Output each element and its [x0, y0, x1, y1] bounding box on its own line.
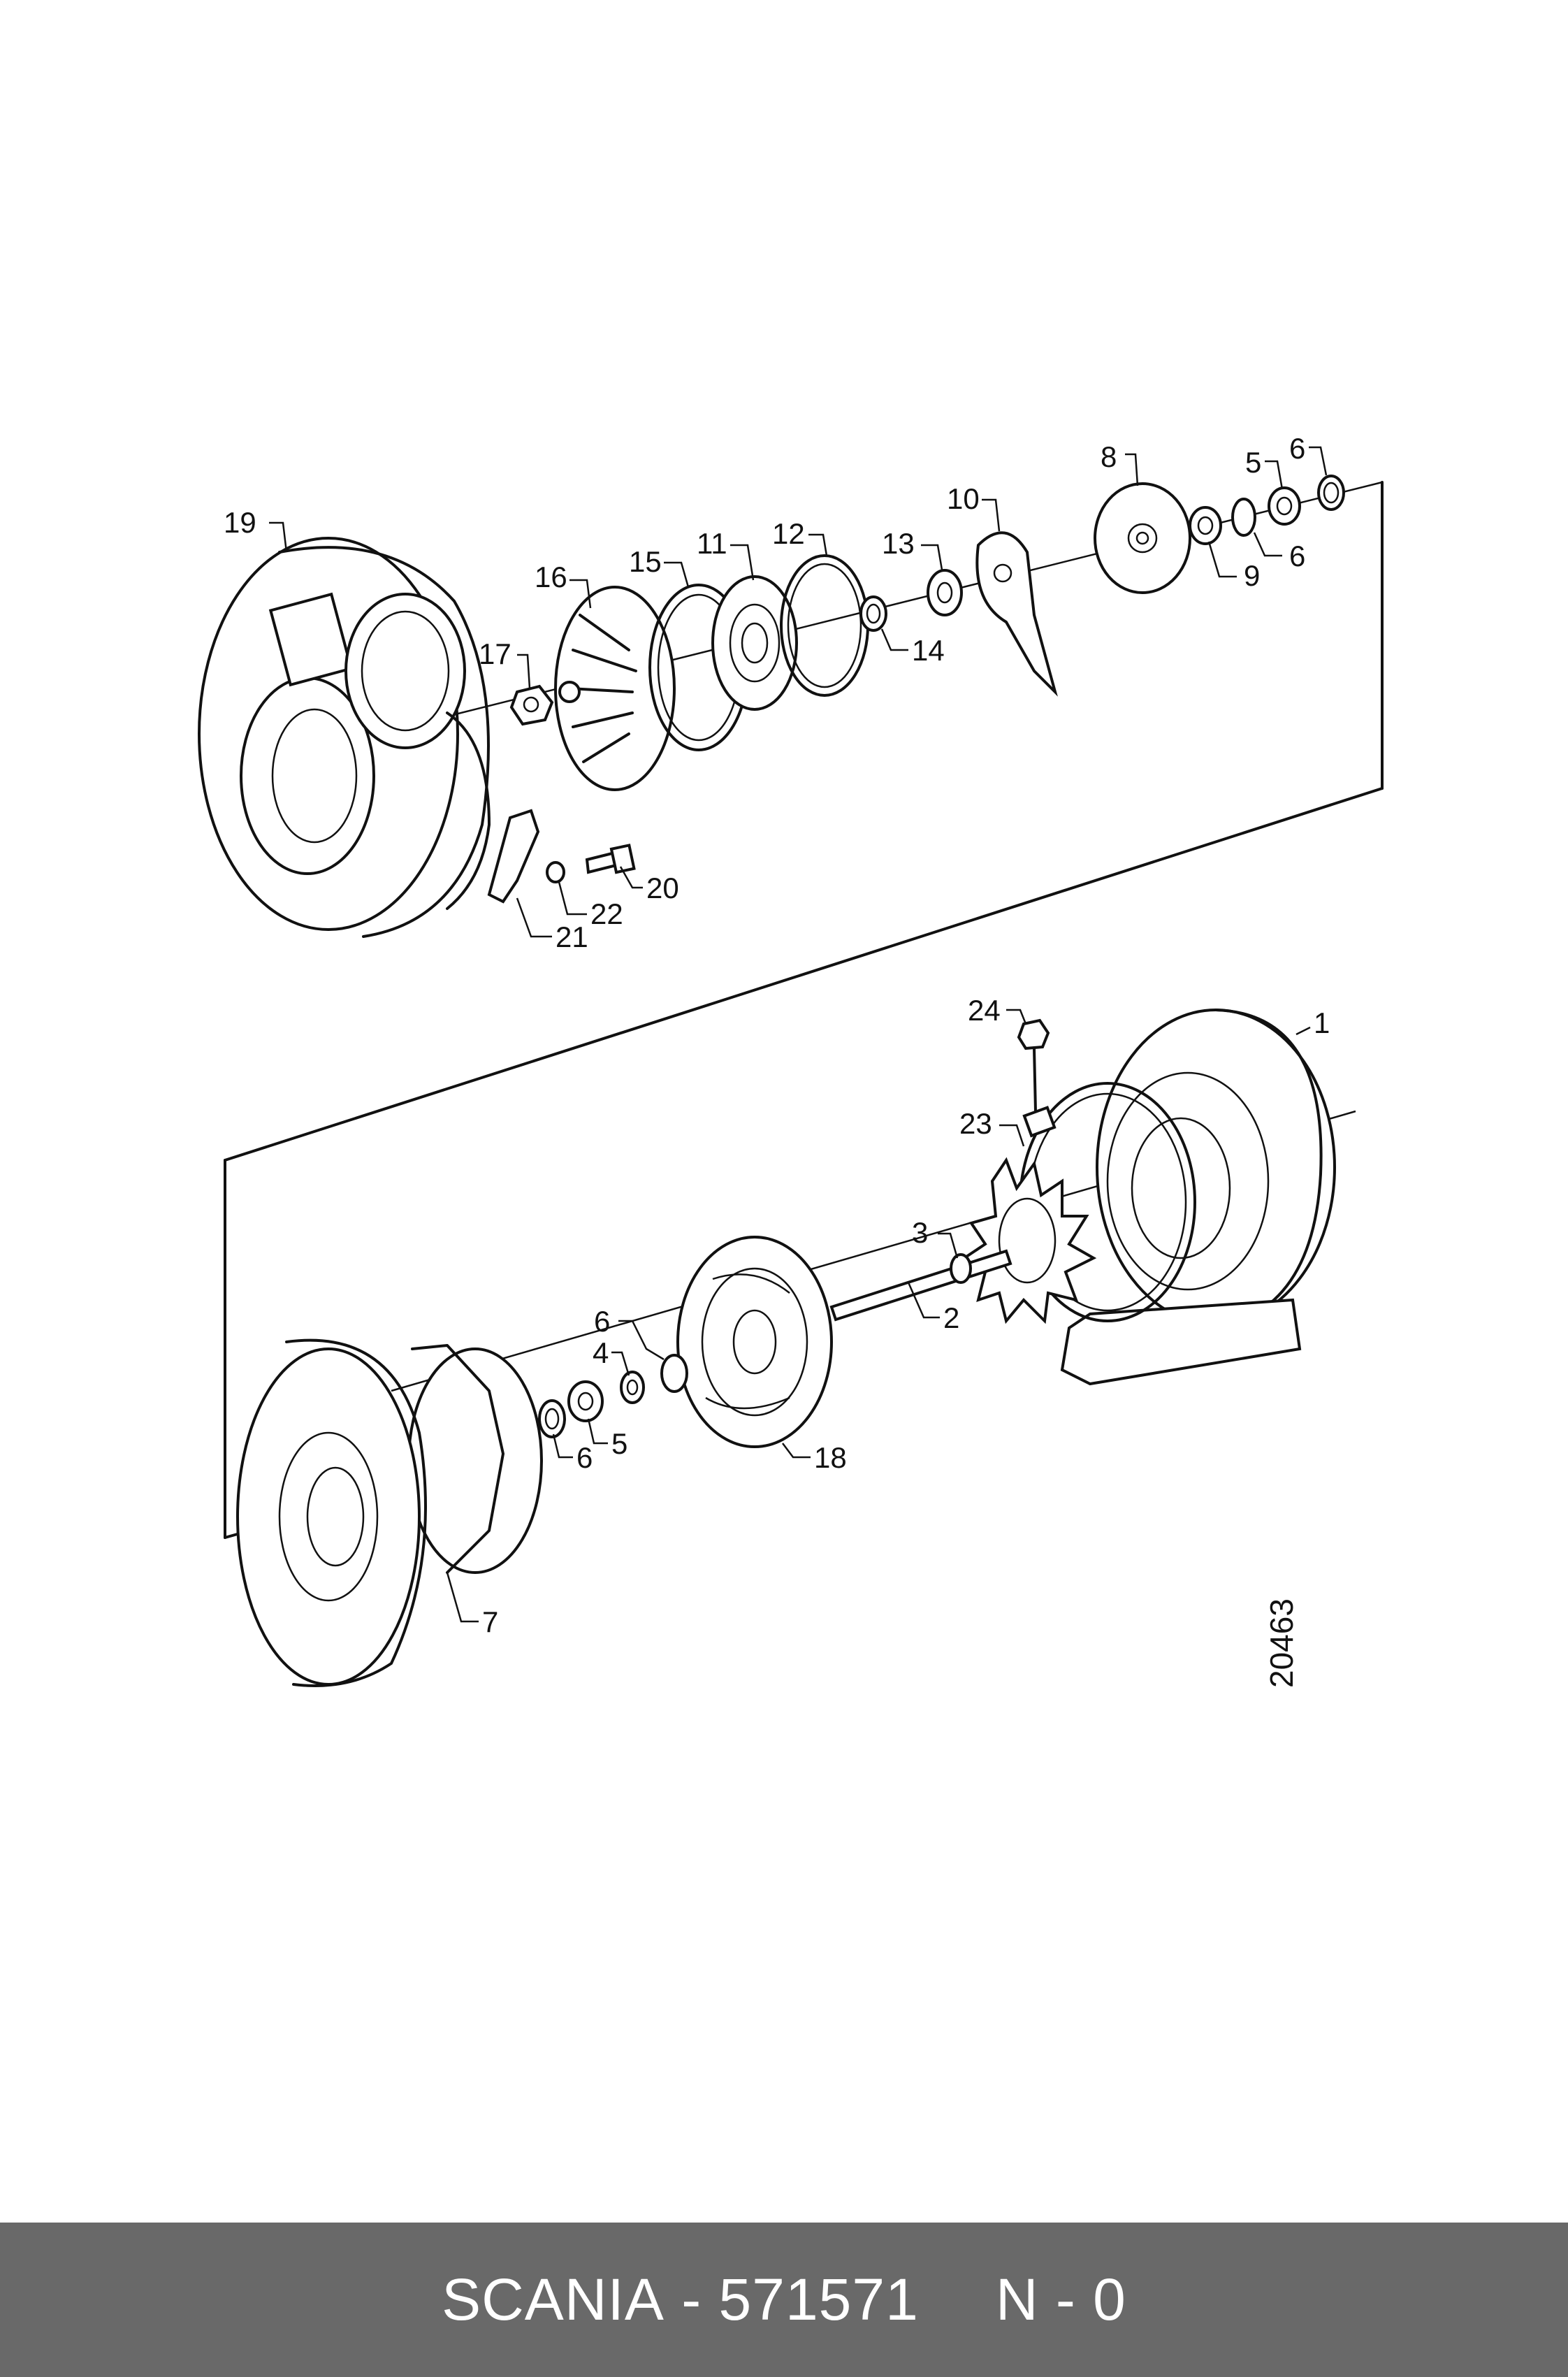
part-22-washer: [546, 861, 565, 883]
callout-5b: 5: [611, 1427, 627, 1460]
part-10-thrust-bearing: [975, 531, 1058, 697]
part-20-bolt: [585, 844, 636, 874]
part-19-compressor-housing: [198, 537, 491, 938]
part-9-bushing: [1189, 506, 1222, 545]
callout-16: 16: [535, 561, 567, 593]
part-info-footer: SCANIA - 571571 N - 0: [0, 2223, 1568, 2377]
part-16-compressor-wheel: [554, 586, 676, 791]
part-11-seal-plate: [711, 575, 798, 711]
callout-24: 24: [968, 994, 1001, 1027]
callout-20: 20: [646, 872, 679, 904]
footer-separator-2: [702, 2266, 718, 2334]
part-6-4-5-rings-lower: [538, 1354, 688, 1438]
callout-3: 3: [912, 1216, 928, 1249]
callout-5: 5: [1245, 446, 1261, 479]
callout-19: 19: [224, 506, 256, 539]
callout-9: 9: [1244, 559, 1260, 592]
part-18-seal-plate: [676, 1236, 833, 1448]
part-6-5-rings-upper: [1231, 475, 1345, 537]
brand-name: SCANIA: [442, 2267, 665, 2332]
part-17-nut: [509, 684, 554, 726]
callout-17: 17: [479, 637, 511, 670]
part-7-bearing-housing: [236, 1338, 543, 1687]
exploded-turbocharger-diagram: 19 16 17 15 11 12 13 14 10 8 9 5 6 6 20 …: [198, 432, 1384, 1688]
callout-10: 10: [947, 482, 980, 515]
callout-6d: 6: [576, 1441, 593, 1474]
callout-21: 21: [556, 920, 588, 953]
callout-18: 18: [814, 1441, 847, 1474]
footer-dash: -: [681, 2267, 702, 2332]
callout-7: 7: [482, 1605, 498, 1638]
drawing-reference-number: 20463: [1263, 1598, 1300, 1688]
callout-22: 22: [590, 897, 623, 930]
callout-leaders: [269, 446, 1328, 1623]
part-3-piston-ring: [950, 1253, 972, 1284]
callout-15: 15: [629, 545, 662, 578]
footer-separator: [665, 2266, 681, 2334]
callout-8: 8: [1101, 440, 1117, 473]
callout-6b: 6: [1289, 540, 1305, 572]
callout-14: 14: [912, 634, 945, 667]
part-code: N - 0: [995, 2267, 1126, 2332]
part-1-turbine-housing: [1060, 1009, 1336, 1386]
callout-12: 12: [772, 517, 805, 550]
part-8-heat-shield: [1094, 482, 1191, 594]
callout-1: 1: [1314, 1006, 1330, 1039]
callout-4: 4: [593, 1336, 609, 1369]
part-21-bracket: [487, 809, 540, 904]
callout-2: 2: [943, 1301, 959, 1334]
part-14-piston-ring: [859, 595, 887, 632]
callout-11: 11: [697, 527, 727, 560]
part-number: 571571: [718, 2267, 919, 2332]
part-turbine-wheel: [961, 1157, 1097, 1324]
callout-23: 23: [959, 1107, 992, 1140]
part-13-thrust-collar: [927, 569, 963, 616]
callout-13: 13: [882, 527, 915, 560]
part-24-nut: [1017, 1018, 1050, 1113]
callout-6c: 6: [594, 1305, 610, 1338]
callout-6a: 6: [1289, 432, 1305, 465]
